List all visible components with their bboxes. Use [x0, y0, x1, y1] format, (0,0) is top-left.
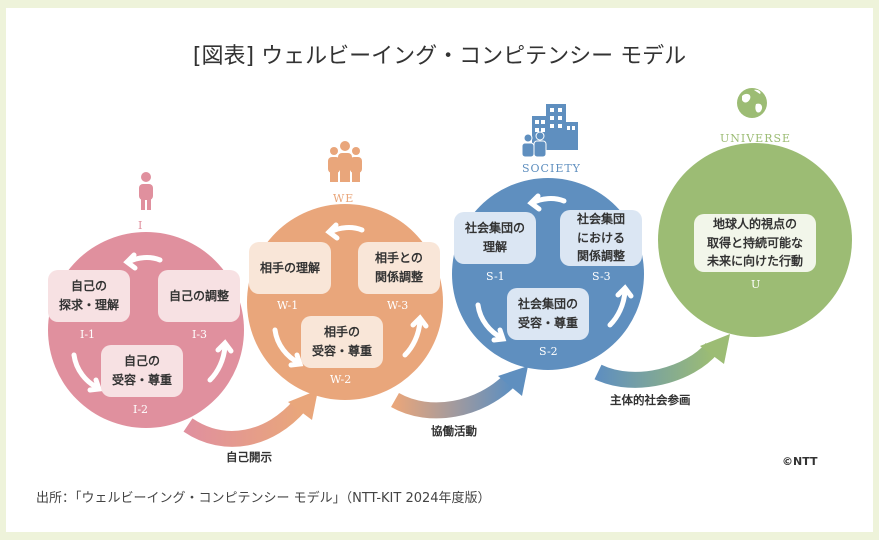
stage-label-i: I: [138, 219, 144, 232]
code-i1: I-1: [80, 328, 96, 341]
box-i1: 自己の 探求・理解: [48, 270, 130, 322]
code-w3: W-3: [387, 299, 409, 312]
box-w3: 相手との 関係調整: [358, 242, 440, 294]
stage-label-we: WE: [333, 192, 355, 205]
society-cycle-arrows: [475, 193, 634, 343]
we-cycle-arrows: [272, 222, 429, 368]
code-w2: W-2: [330, 373, 352, 386]
box-w1: 相手の理解: [249, 242, 331, 294]
box-i3: 自己の調整: [158, 270, 240, 322]
code-s1: S-1: [486, 270, 505, 283]
flow-arrow-collaboration: [391, 366, 528, 419]
box-s1: 社会集団の 理解: [454, 212, 536, 264]
figure-title: [図表] ウェルビーイング・コンピテンシー モデル: [192, 44, 687, 69]
code-w1: W-1: [277, 299, 299, 312]
code-s3: S-3: [592, 270, 611, 283]
stage-label-universe: UNIVERSE: [720, 132, 792, 145]
code-i2: I-2: [133, 403, 149, 416]
society-circle: [452, 178, 644, 370]
box-w2: 相手の 受容・尊重: [301, 316, 383, 368]
i-cycle-arrows: [71, 252, 234, 393]
box-s3: 社会集団 における 関係調整: [560, 210, 642, 266]
flow-arrow-social-participation: [594, 334, 730, 388]
copyright: ©NTT: [782, 455, 818, 468]
i-circle: [48, 232, 244, 428]
flow-label-collaboration: 協働活動: [431, 424, 477, 438]
box-s2: 社会集団の 受容・尊重: [507, 288, 589, 340]
person-icon: [139, 172, 153, 210]
box-i2: 自己の 受容・尊重: [101, 345, 183, 397]
code-u: U: [751, 278, 761, 291]
flow-arrow-self-disclosure: [183, 390, 318, 447]
code-s2: S-2: [539, 345, 558, 358]
box-u: 地球人的視点の 取得と持続可能な 未来に向けた行動: [694, 214, 816, 272]
source-note: 出所：「ウェルビーイング・コンピテンシー モデル」（NTT-KIT 2024年度…: [36, 491, 491, 506]
flow-label-social-participation: 主体的社会参画: [610, 393, 691, 407]
code-i3: I-3: [192, 328, 208, 341]
flow-label-self-disclosure: 自己開示: [226, 450, 272, 464]
stage-label-society: SOCIETY: [522, 162, 581, 175]
globe-icon: [737, 88, 767, 118]
buildings-people-icon: [521, 104, 578, 158]
group-icon: [328, 141, 362, 182]
